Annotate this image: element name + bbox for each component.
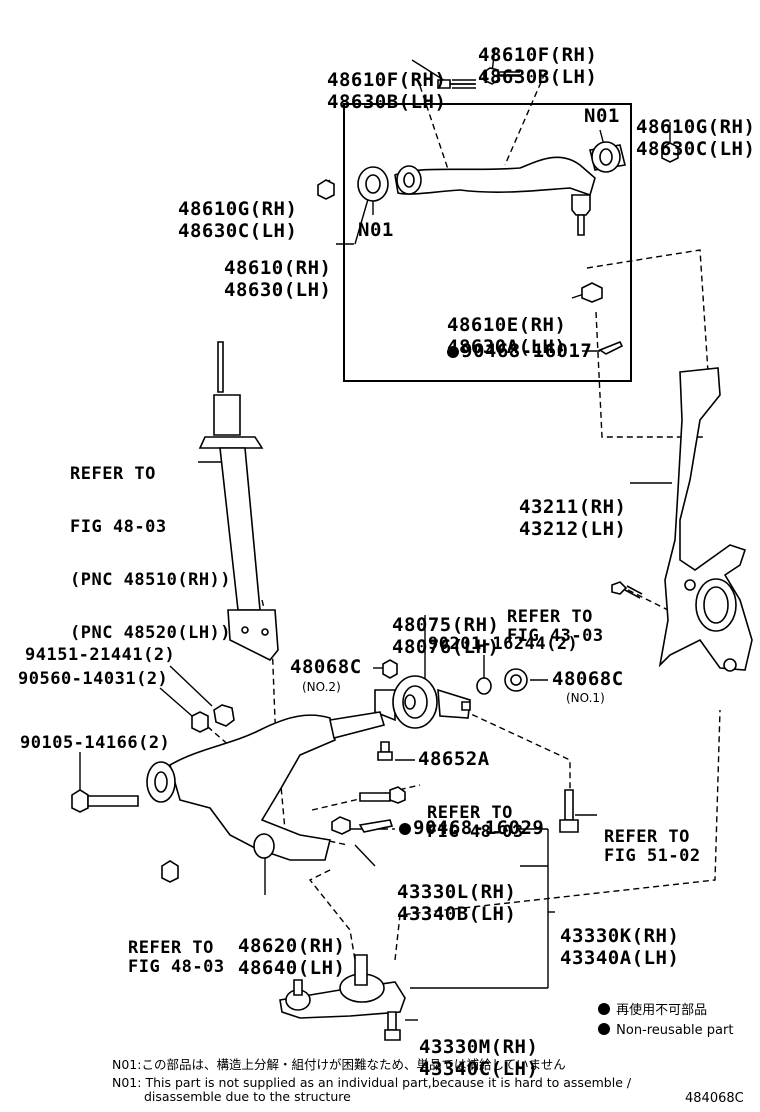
- label-part-90105: 90105-14166(2): [20, 733, 171, 753]
- label-n01-right: N01: [584, 105, 620, 127]
- cotter-pin-upper: [600, 342, 622, 354]
- washer-no2: [383, 660, 397, 678]
- label-upper-right-nut: 48610G(RH)48630C(LH): [636, 116, 756, 160]
- legend-en: Non-reusable part: [598, 1023, 733, 1038]
- castle-nut-lower: [332, 817, 350, 834]
- label-part-48652a: 48652A: [418, 748, 490, 770]
- strut-drawing: [200, 342, 278, 660]
- bolt-48652a: [378, 742, 392, 760]
- non-reusable-dot-icon: [598, 1003, 610, 1015]
- nut-94151: [214, 705, 234, 726]
- label-washer-no2: 48068C: [290, 656, 362, 678]
- knuckle-drawing: [660, 368, 752, 671]
- upper-arm-drawing: [358, 142, 625, 235]
- label-upper-ball-nut: 48610E(RH)48630A(LH): [447, 314, 567, 358]
- washer-no1: [505, 669, 527, 691]
- label-upper-top-left: 48610F(RH)48630B(LH): [327, 69, 447, 113]
- label-washer-no2-sub: (NO.2): [302, 680, 341, 694]
- bolt-90105: [72, 790, 138, 812]
- label-n01-left: N01: [358, 219, 394, 241]
- nut-g-right: [662, 143, 678, 162]
- nut-g-left: [318, 180, 334, 199]
- lower-arm-drawing: [147, 712, 384, 860]
- label-lower-arm: 48620(RH)48640(LH): [238, 935, 346, 979]
- nut-90560: [192, 712, 208, 732]
- label-upper-arm: 48610(RH)48630(LH): [224, 257, 332, 301]
- cotter-pin-lower: [360, 820, 392, 832]
- nut-ref-48-bottom: [162, 861, 178, 882]
- upper-arm-group-box: [344, 104, 631, 381]
- label-lower-cotter: 90468-16029: [399, 819, 544, 838]
- bolt-bottom: [385, 1012, 400, 1040]
- bolt-ref-43: [612, 582, 642, 598]
- lower-bushing-drawing: [375, 676, 470, 728]
- label-upper-left-nut: 48610G(RH)48630C(LH): [178, 198, 298, 242]
- lower-ball-joint-drawing: [280, 955, 405, 1018]
- label-washer-no1: 48068C: [552, 668, 624, 690]
- label-part-94151: 94151-21441(2): [25, 645, 176, 665]
- label-upper-cotter: 90468-16017: [447, 342, 592, 361]
- bolt-ref-48-mid: [360, 787, 405, 803]
- figure-id: 484068C: [685, 1091, 744, 1106]
- label-washer-no1-sub: (NO.1): [566, 691, 605, 705]
- note-en-line2: disassemble due to the structure: [144, 1089, 351, 1104]
- label-bolt-90201: 90201-16244(2): [428, 634, 579, 654]
- non-reusable-dot-icon: [598, 1023, 610, 1035]
- label-lower-ball-m: 43330M(RH)43340C(LH): [419, 1036, 539, 1080]
- note-jp: N01:この部品は、構造上分解・組付けが困難なため、単品では補給していません: [112, 1057, 566, 1072]
- label-lower-ball-l: 43330L(RH)43340B(LH): [397, 881, 517, 925]
- non-reusable-dot-icon: [399, 823, 411, 835]
- non-reusable-dot-icon: [447, 346, 459, 358]
- ball-nut-upper: [582, 283, 602, 302]
- label-knuckle: 43211(RH)43212(LH): [519, 496, 627, 540]
- washer-bolt-90201: [477, 678, 491, 694]
- upper-bolt-left: [438, 80, 476, 88]
- legend-jp: 再使用不可部品: [598, 1003, 707, 1018]
- bolt-ref-51: [560, 790, 578, 832]
- label-bushing: 48075(RH)48076(LH): [392, 614, 500, 658]
- label-strut-ref: REFER TO FIG 48-03 (PNC 48510(RH)) (PNC …: [70, 464, 232, 643]
- upper-nut-top: [484, 68, 520, 84]
- note-en-line1: N01: This part is not supplied as an ind…: [112, 1075, 632, 1090]
- label-upper-top-right: 48610F(RH)48630B(LH): [478, 44, 598, 88]
- label-part-90560: 90560-14031(2): [18, 669, 169, 689]
- label-lower-ball-k: 43330K(RH)43340A(LH): [560, 925, 680, 969]
